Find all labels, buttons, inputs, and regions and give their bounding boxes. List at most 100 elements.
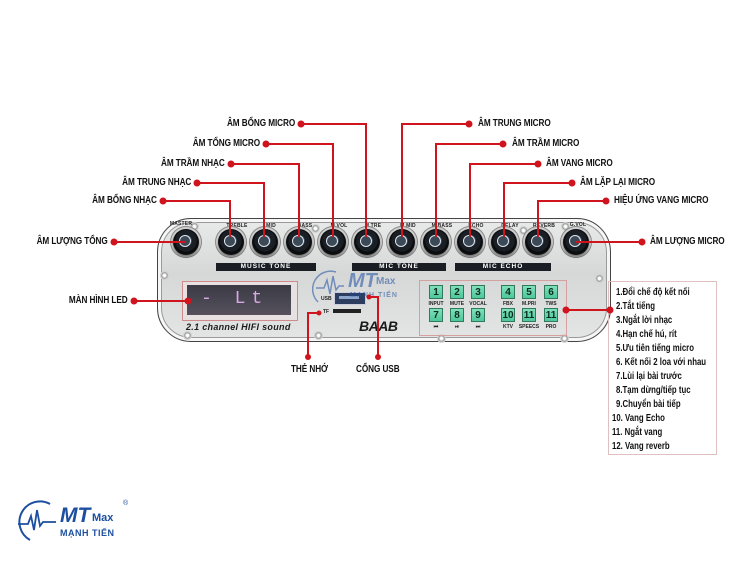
screw-icon — [437, 334, 446, 343]
legend-item: 10. Vang Echo — [612, 413, 665, 424]
logo-sub: MẠNH TIẾN — [60, 528, 115, 538]
button-11-speecs[interactable]: 11 — [522, 308, 536, 322]
knob-g-vol[interactable] — [563, 229, 589, 255]
callout-am-tong-micro: ÂM TỔNG MICRO — [192, 138, 260, 149]
button-label-fbx: FBX — [503, 301, 513, 307]
knob-reverb[interactable] — [525, 229, 551, 255]
knob-mid[interactable] — [252, 229, 278, 255]
screw-icon — [160, 271, 169, 280]
callout-am-luong-tong: ÂM LƯỢNG TỔNG — [36, 236, 108, 247]
legend-item: 4.Hạn chế hú, rít — [616, 329, 677, 340]
button-9-next[interactable]: 9 — [471, 308, 485, 322]
knob-label-delay: DELAY — [501, 223, 519, 229]
section-bar-mic-echo: MIC ECHO — [455, 263, 551, 271]
logo-brand: MT — [60, 504, 91, 527]
callout-am-tram-micro: ÂM TRẦM MICRO — [512, 138, 580, 149]
knob-label-g-vol: G.VOL — [569, 222, 587, 228]
button-label-mpri: M.PRI — [522, 301, 536, 307]
button-10-ktv[interactable]: 10 — [501, 308, 515, 322]
callout-the-nho: THẺ NHỚ — [291, 364, 328, 375]
knob-treble[interactable] — [218, 229, 244, 255]
play-pause-icon: ⏯ — [454, 324, 459, 330]
knob-label-reverb: REVERB — [532, 223, 556, 229]
watermark-brand: MT — [348, 270, 377, 292]
button-7-prev[interactable]: 7 — [429, 308, 443, 322]
legend-item: 3.Ngắt lời nhạc — [616, 315, 673, 326]
screw-icon — [595, 274, 604, 283]
button-2-mute[interactable]: 2 — [450, 285, 464, 299]
screw-icon — [314, 331, 323, 340]
button-label-ktv: KTV — [503, 324, 513, 330]
button-4-fbx[interactable]: 4 — [501, 285, 515, 299]
knob-echo[interactable] — [457, 229, 483, 255]
legend-item: 2.Tắt tiếng — [616, 301, 656, 312]
knob-label-treble: TREBLE — [226, 223, 248, 229]
legend-item: 11. Ngắt vang — [612, 427, 663, 438]
callout-am-trung-micro: ÂM TRUNG MICRO — [478, 118, 551, 129]
button-6-tws[interactable]: 6 — [544, 285, 558, 299]
tf-label: TF — [323, 309, 330, 315]
knob-m-mid[interactable] — [389, 229, 415, 255]
knob-label-m-tre: M.TRE — [364, 223, 382, 229]
legend-item: 9.Chuyển bài tiếp — [616, 399, 681, 410]
button-5-mpri[interactable]: 5 — [522, 285, 536, 299]
section-bar-music-tone: MUSIC TONE — [216, 263, 316, 271]
button-label-speecs: SPEECS — [518, 324, 540, 330]
callout-am-luong-micro: ÂM LƯỢNG MICRO — [650, 236, 725, 247]
button-legend: 1.Đổi chế độ kết nối 2.Tắt tiếng 3.Ngắt … — [608, 281, 717, 455]
knob-m-bass[interactable] — [423, 229, 449, 255]
knob-label-m-bass: M.BASS — [431, 223, 453, 229]
watermark-sub: MẠNH TIẾN — [350, 292, 398, 299]
knob-label-bass: BASS — [297, 223, 313, 229]
knob-delay[interactable] — [491, 229, 517, 255]
next-icon: ⏭ — [475, 324, 481, 330]
legend-item: 12. Vang reverb — [612, 441, 670, 452]
knob-m-tre[interactable] — [354, 229, 380, 255]
prev-icon: ⏮ — [433, 324, 439, 330]
tf-card-slot[interactable] — [333, 309, 361, 313]
callout-am-bong-micro: ÂM BỔNG MICRO — [226, 118, 295, 129]
button-8-play-pause[interactable]: 8 — [450, 308, 464, 322]
watermark-logo: MT Max MẠNH TIẾN — [311, 268, 402, 309]
callout-am-tram-nhac: ÂM TRẦM NHẠC — [161, 158, 225, 169]
usb-port[interactable] — [334, 292, 366, 305]
logo-suffix: Max — [92, 512, 114, 524]
button-panel: 1 2 3 4 5 6 INPUT MUTE VOCAL FBX M.PRI T… — [419, 280, 567, 336]
button-label-mute: MUTE — [449, 301, 465, 307]
legend-item: 8.Tạm dừng/tiếp tục — [616, 385, 691, 396]
knob-master[interactable] — [173, 229, 199, 255]
brand-logo: BAAB — [359, 318, 398, 334]
button-3-vocal[interactable]: 3 — [471, 285, 485, 299]
legend-item: 1.Đổi chế độ kết nối — [616, 287, 690, 298]
callout-am-trung-nhac: ÂM TRUNG NHẠC — [121, 177, 191, 188]
knob-label-mid: MID — [266, 223, 276, 229]
callout-am-vang-micro: ÂM VANG MICRO — [546, 158, 613, 169]
logo-registered: ® — [123, 500, 129, 507]
section-bar-mic-tone: MIC TONE — [352, 263, 446, 271]
button-1-input[interactable]: 1 — [429, 285, 443, 299]
company-logo: MT Max ® MẠNH TIẾN — [16, 500, 128, 547]
hifi-label: 2.1 channel HIFI sound — [186, 322, 291, 332]
knob-label-echo: ECHO — [468, 223, 484, 229]
callout-cong-usb: CỔNG USB — [356, 364, 400, 375]
knob-m-vol[interactable] — [320, 229, 346, 255]
logo-pulse-icon — [18, 500, 56, 541]
button-label-pro: PRO — [545, 324, 557, 330]
screw-icon — [183, 331, 192, 340]
screw-icon — [560, 334, 569, 343]
knob-label-m-vol: M.VOL — [330, 223, 348, 229]
watermark-suffix: Max — [376, 276, 396, 287]
callout-hieu-ung-vang-micro: HIỆU ỨNG VANG MICRO — [614, 195, 709, 206]
button-11-pro[interactable]: 11 — [544, 308, 558, 322]
callout-am-bong-nhac: ÂM BỔNG NHẠC — [92, 195, 157, 206]
legend-item: 7.Lùi lại bài trước — [616, 371, 682, 382]
button-label-tws: TWS — [545, 301, 557, 307]
button-label-input: INPUT — [428, 301, 444, 307]
knob-label-master: MASTER — [169, 221, 193, 227]
callout-man-hinh-led: MÀN HÌNH LED — [69, 295, 128, 306]
callout-am-lap-lai-micro: ÂM LẶP LẠI MICRO — [580, 177, 656, 188]
led-display-text: - Lt — [201, 289, 269, 309]
led-display: - Lt — [182, 281, 298, 321]
button-label-vocal: VOCAL — [469, 301, 487, 307]
knob-bass[interactable] — [286, 229, 312, 255]
